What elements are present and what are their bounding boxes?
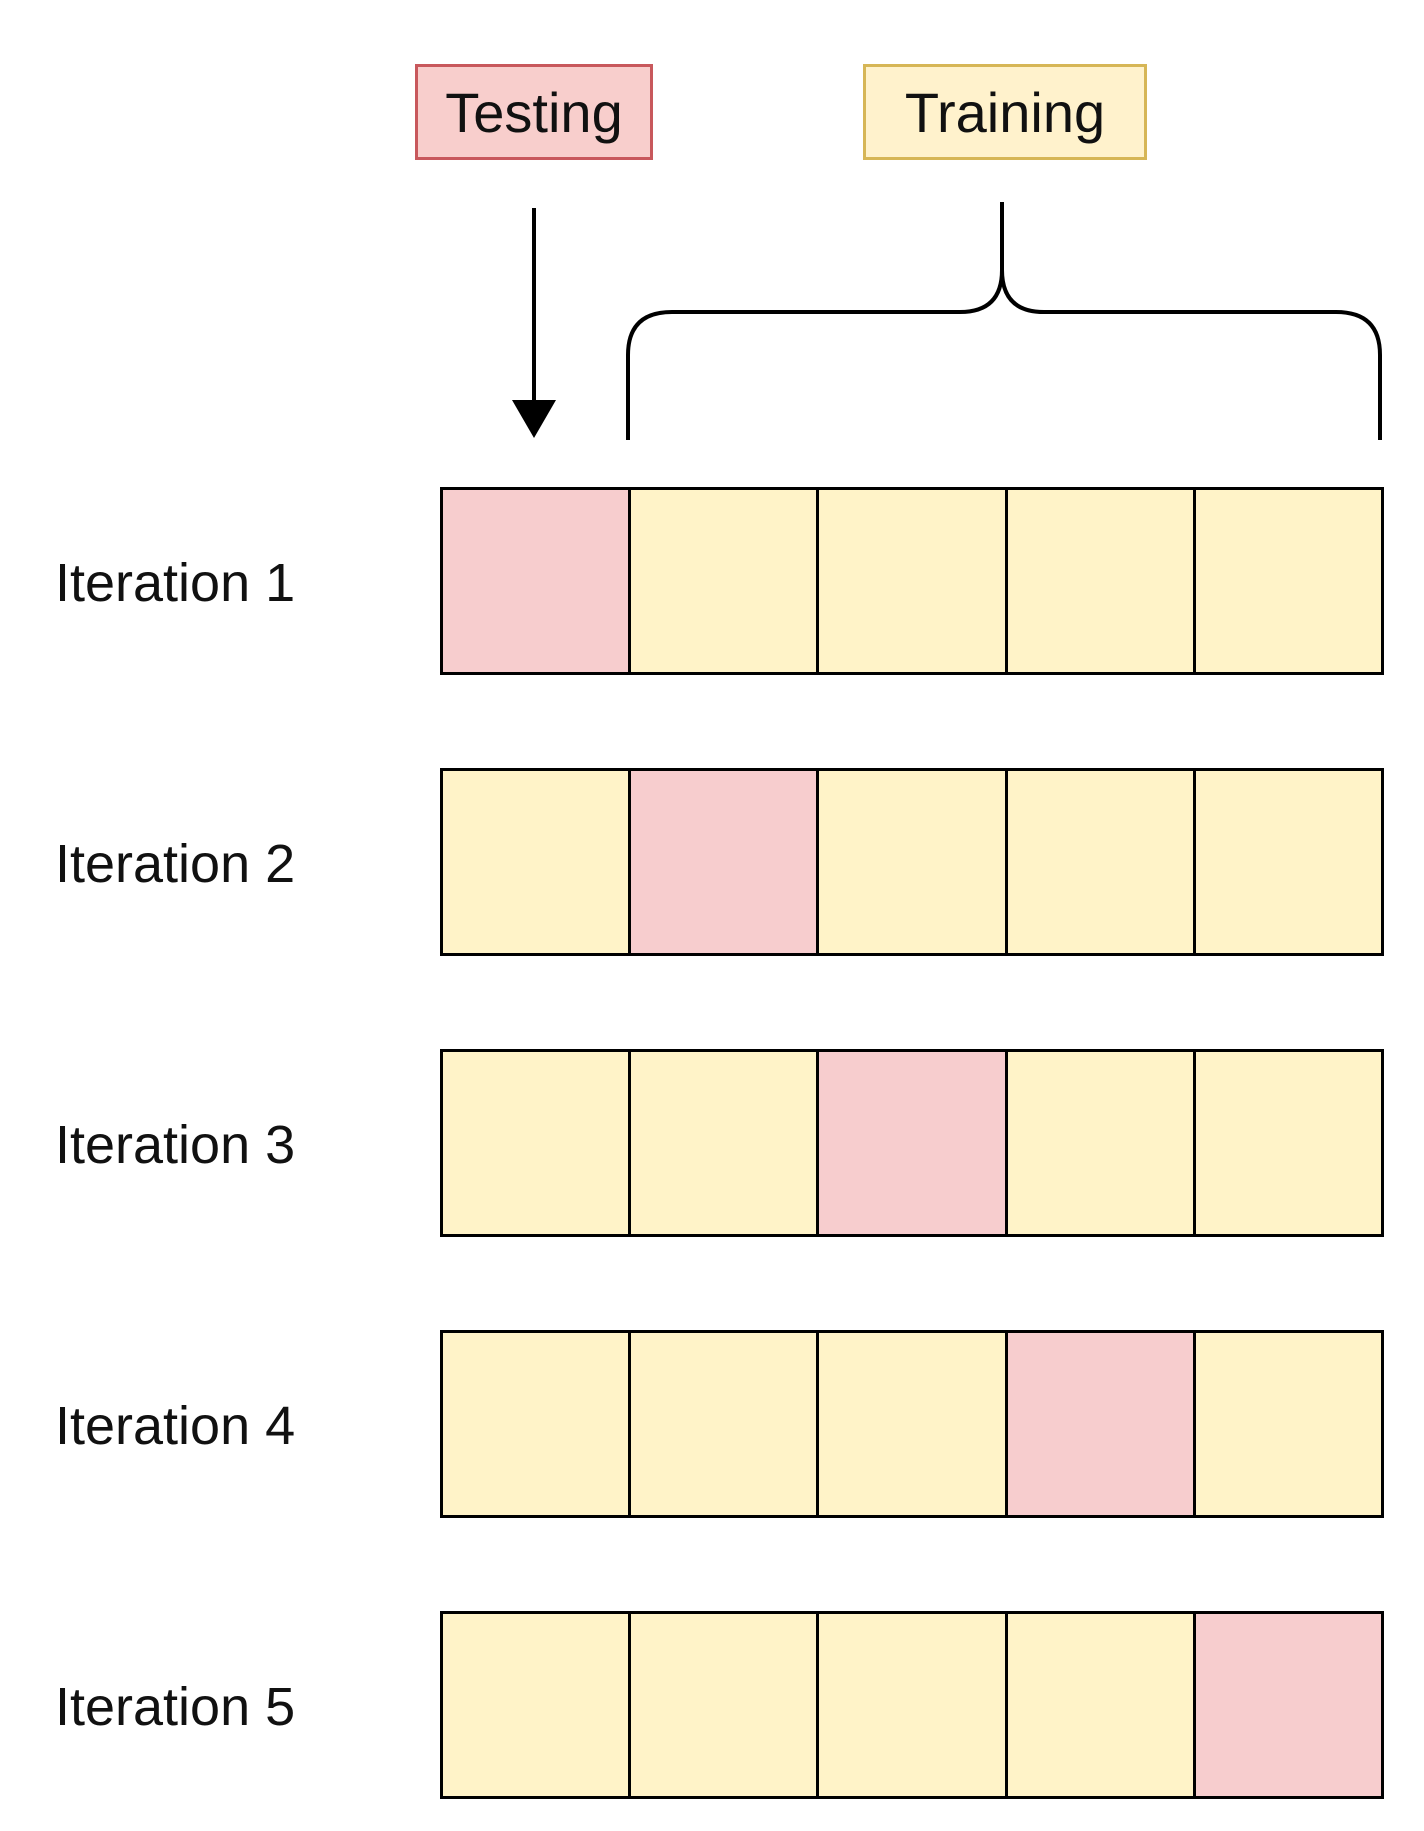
training-fold-cell [819,1614,1008,1796]
iteration-row [440,768,1384,956]
training-fold-cell [631,490,820,672]
training-fold-cell [819,771,1008,953]
testing-fold-cell [819,1052,1008,1234]
iteration-row [440,1330,1384,1518]
iteration-label: Iteration 4 [55,1396,296,1456]
legend-training-box: Training [863,64,1147,160]
testing-fold-cell [443,490,632,672]
training-fold-cell [631,1052,820,1234]
training-fold-cell [631,1333,820,1515]
training-fold-cell [443,1614,632,1796]
iteration-row [440,1049,1384,1237]
iteration-label: Iteration 5 [55,1677,296,1737]
iteration-label: Iteration 2 [55,834,296,894]
training-fold-cell [631,1614,820,1796]
training-fold-cell [1195,771,1382,953]
training-fold-cell [443,771,632,953]
iteration-row [440,1611,1384,1799]
training-fold-cell [1195,1052,1382,1234]
training-fold-cell [819,1333,1008,1515]
training-fold-cell [1007,490,1196,672]
training-fold-cell [1007,1614,1196,1796]
training-fold-cell [443,1333,632,1515]
training-fold-cell [1007,771,1196,953]
legend-training-label: Training [904,80,1106,144]
down-arrow-icon [512,208,556,438]
testing-fold-cell [1007,1333,1196,1515]
training-fold-cell [819,490,1008,672]
training-fold-cell [1195,490,1382,672]
training-fold-cell [443,1052,632,1234]
testing-fold-cell [631,771,820,953]
legend-testing-label: Testing [445,80,623,144]
legend-testing-box: Testing [415,64,653,160]
iteration-label: Iteration 1 [55,553,296,613]
iteration-label: Iteration 3 [55,1115,296,1175]
iteration-row [440,487,1384,675]
testing-fold-cell [1195,1614,1382,1796]
curly-brace-icon [626,202,1382,440]
training-fold-cell [1007,1052,1196,1234]
training-fold-cell [1195,1333,1382,1515]
